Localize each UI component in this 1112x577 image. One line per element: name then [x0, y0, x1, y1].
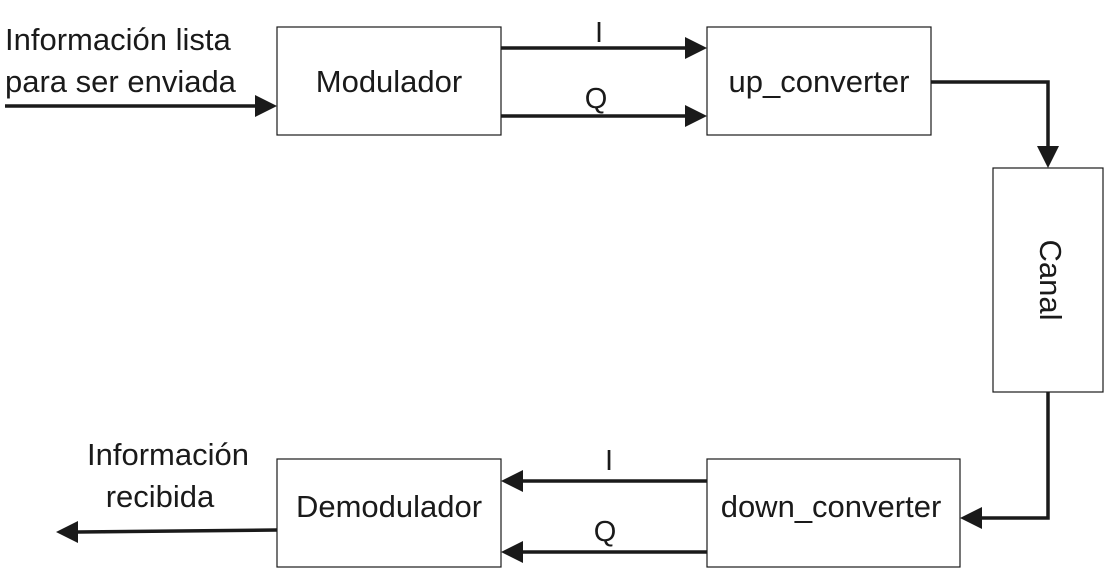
canal-label: Canal: [1033, 240, 1068, 321]
modulador-block: Modulador: [276, 26, 502, 136]
rx-i-arrow: [501, 470, 707, 492]
demodulador-block: Demodulador: [276, 458, 502, 568]
input-label-line1: Información lista: [5, 22, 231, 57]
modulador-label: Modulador: [316, 64, 462, 99]
rx-q-arrow: [501, 541, 707, 563]
down-converter-label: down_converter: [721, 489, 942, 524]
down-converter-block: down_converter: [706, 458, 961, 568]
canal-block: Canal: [992, 167, 1104, 393]
tx-i-arrow: [501, 37, 707, 59]
input-arrow: [5, 95, 277, 117]
rx-q-label: Q: [594, 516, 617, 548]
tx-q-label: Q: [585, 83, 608, 115]
input-label-line2: para ser enviada: [5, 64, 237, 99]
up-converter-block: up_converter: [706, 26, 932, 136]
tx-i-label: I: [595, 17, 603, 49]
output-label-line1: Información: [87, 437, 249, 472]
demodulador-label: Demodulador: [296, 489, 482, 524]
output-label-line2: recibida: [106, 479, 215, 514]
tx-q-arrow: [501, 105, 707, 127]
rx-i-label: I: [605, 445, 613, 477]
upconverter-to-canal-arrow: [931, 80, 1059, 168]
up-converter-label: up_converter: [729, 64, 910, 99]
output-arrow: [56, 521, 278, 543]
canal-to-downconverter-arrow: [960, 392, 1050, 529]
